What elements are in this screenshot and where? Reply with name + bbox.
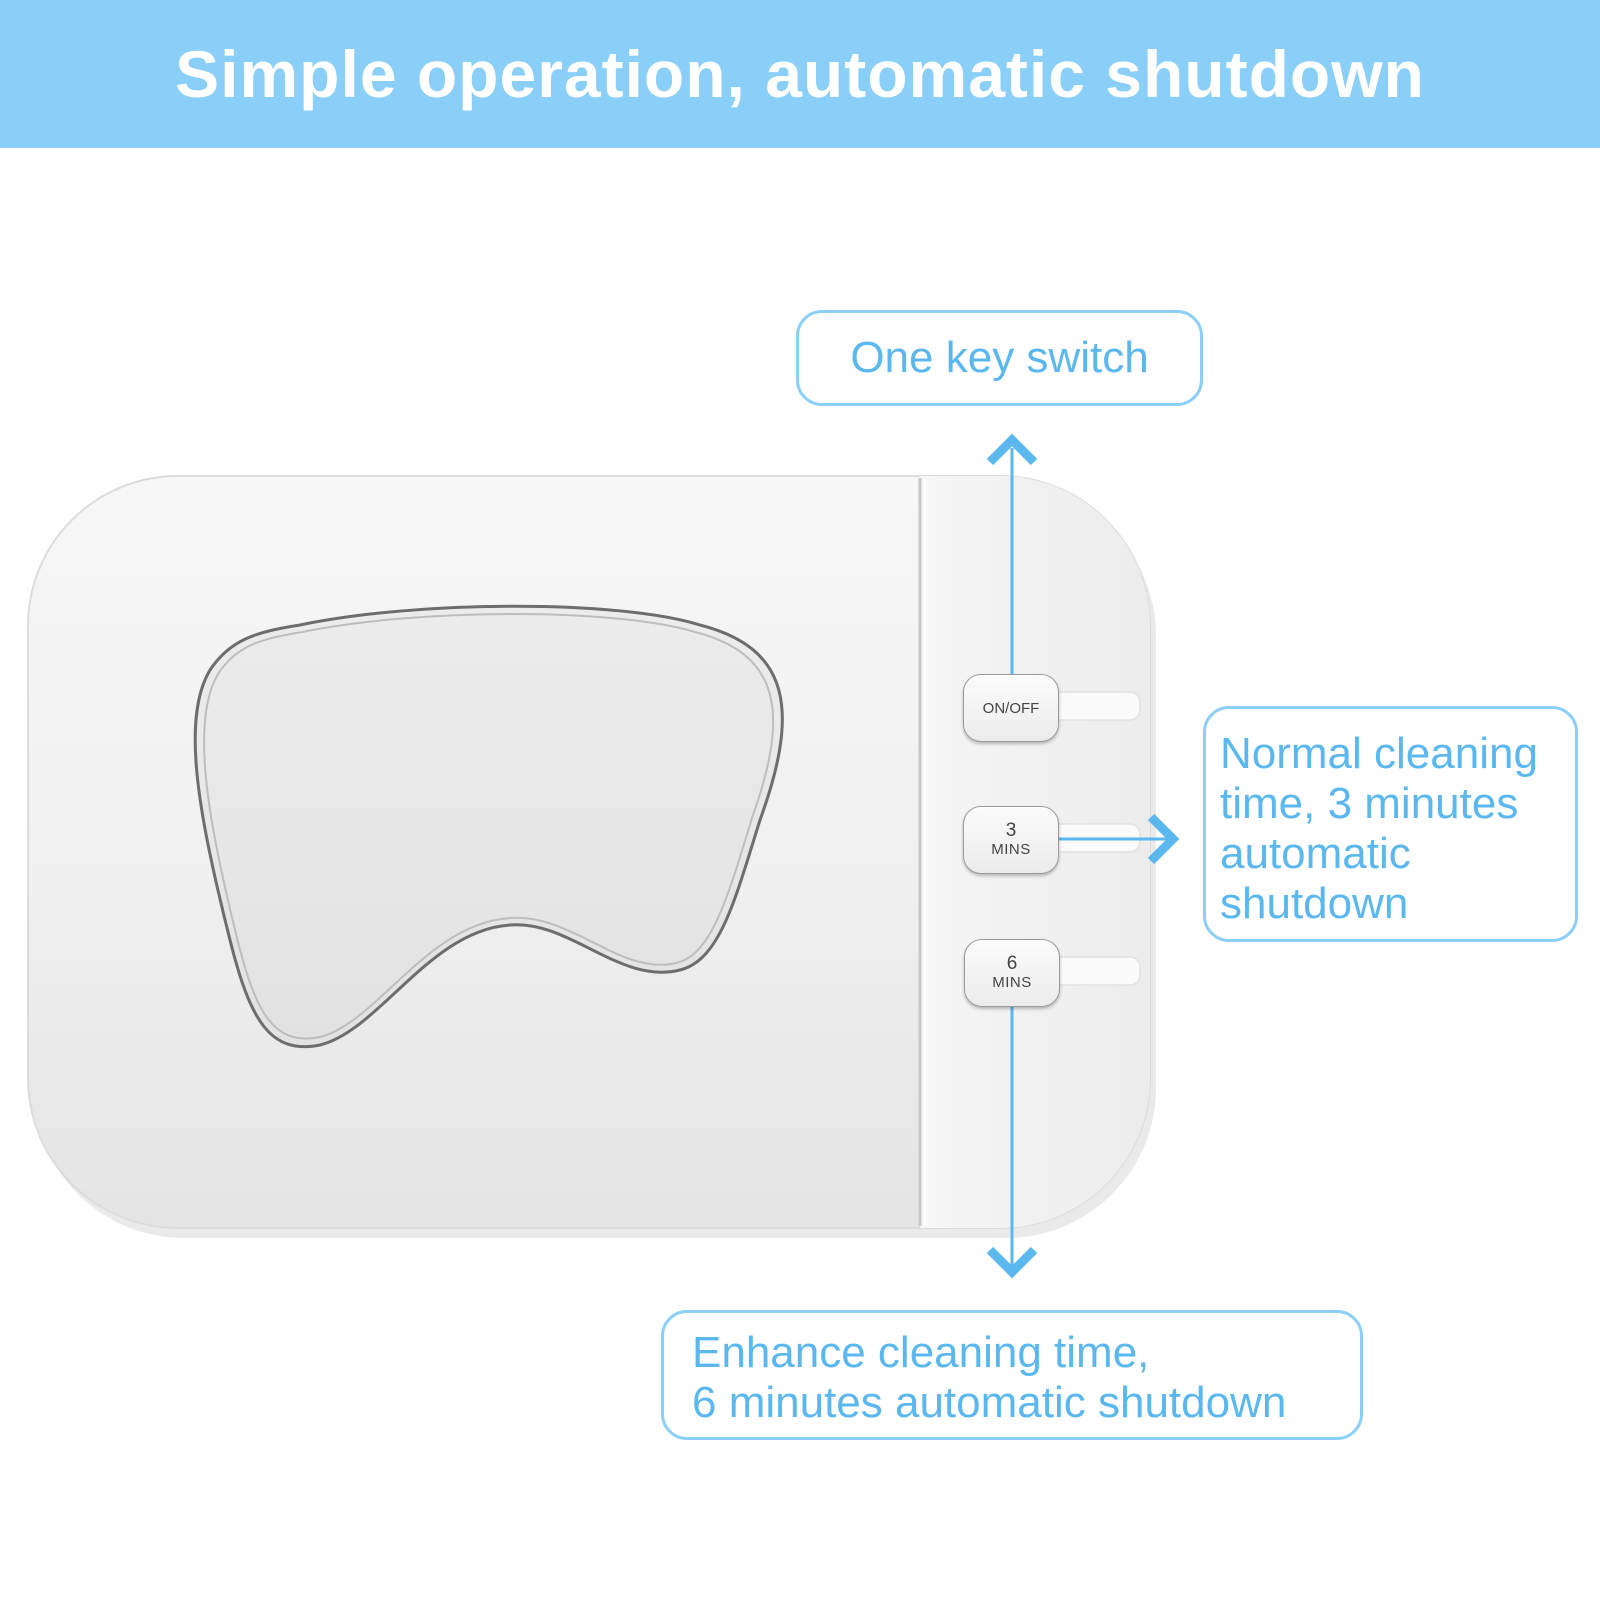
six-mins-unit: MINS bbox=[992, 974, 1032, 991]
arrow-up-head bbox=[986, 433, 1038, 466]
callout-one-key-switch: One key switch bbox=[796, 310, 1203, 406]
on-off-button[interactable]: ON/OFF bbox=[963, 674, 1059, 742]
callout-enhance-line-2: 6 minutes automatic shutdown bbox=[692, 1378, 1287, 1427]
callout-normal-line-2: time, 3 minutes bbox=[1220, 779, 1519, 828]
callout-normal-line-1: Normal cleaning bbox=[1220, 729, 1538, 778]
arrow-right-head bbox=[1147, 813, 1180, 865]
callout-enhance-line-1: Enhance cleaning time, bbox=[692, 1328, 1150, 1377]
six-mins-number: 6 bbox=[1006, 953, 1018, 974]
callout-normal-line-4: shutdown bbox=[1220, 879, 1409, 928]
callout-one-key-switch-text: One key switch bbox=[850, 333, 1149, 382]
callout-normal-cleaning: Normal cleaning time, 3 minutes automati… bbox=[1203, 706, 1578, 942]
six-mins-button[interactable]: 6 MINS bbox=[964, 939, 1060, 1007]
arrow-down-head bbox=[986, 1246, 1038, 1279]
lid-window bbox=[193, 604, 784, 1049]
on-off-label: ON/OFF bbox=[982, 699, 1040, 717]
callout-enhance-cleaning: Enhance cleaning time, 6 minutes automat… bbox=[661, 1310, 1363, 1440]
callout-normal-line-3: automatic bbox=[1220, 829, 1411, 878]
banner-title: Simple operation, automatic shutdown bbox=[175, 37, 1425, 111]
three-mins-button[interactable]: 3 MINS bbox=[963, 806, 1059, 874]
three-mins-number: 3 bbox=[1005, 820, 1017, 841]
header-banner: Simple operation, automatic shutdown bbox=[0, 0, 1600, 148]
three-mins-unit: MINS bbox=[991, 841, 1031, 858]
